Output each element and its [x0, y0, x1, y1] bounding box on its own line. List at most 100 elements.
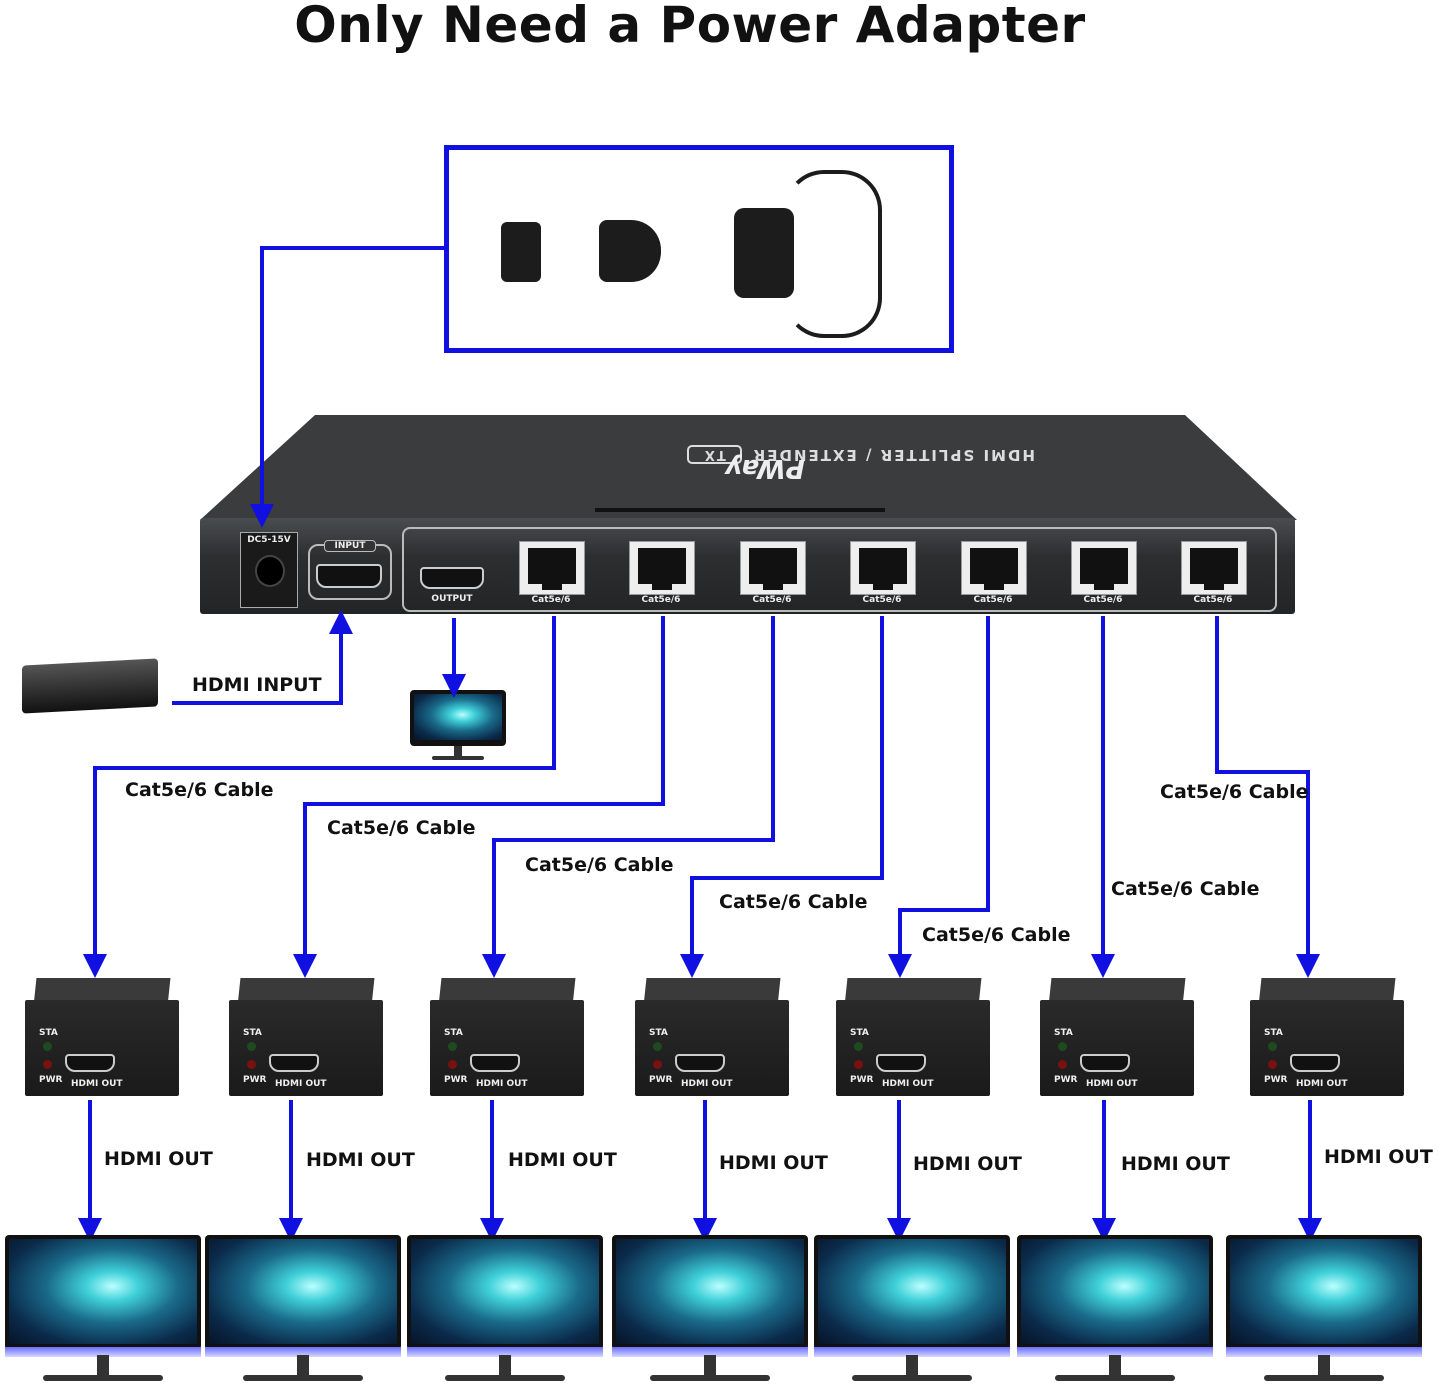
pwr-led-icon — [1058, 1060, 1067, 1069]
hdmi-out-label: HDMI OUT — [508, 1149, 617, 1171]
hdmi-input-arrow — [172, 610, 353, 705]
receiver-3: STA PWR HDMI OUT — [430, 978, 584, 1096]
page-title: Only Need a Power Adapter — [294, 0, 1086, 54]
pwr-led-icon — [653, 1060, 662, 1069]
hdmi-port-icon — [316, 564, 382, 588]
pwr-led-icon — [1268, 1060, 1277, 1069]
hdmi-out-port[interactable] — [876, 1054, 926, 1072]
port-label: Cat5e/6 — [641, 595, 681, 605]
sta-label: STA — [444, 1028, 463, 1038]
hdmi-out-port[interactable] — [1080, 1054, 1130, 1072]
hdmi-out-port-label: HDMI OUT — [681, 1079, 733, 1089]
hdmi-out-port[interactable] — [470, 1054, 520, 1072]
pwr-label: PWR — [1264, 1075, 1288, 1085]
rj45-port-4[interactable] — [850, 541, 916, 595]
hdmi-out-label: HDMI OUT — [104, 1148, 213, 1170]
hdmi-out-port[interactable] — [675, 1054, 725, 1072]
cable-arrow-2 — [293, 616, 665, 978]
receiver-2: STA PWR HDMI OUT — [229, 978, 383, 1096]
rj45-socket-icon — [859, 548, 907, 590]
rj45-socket-icon — [528, 548, 576, 590]
eu-plug-icon — [501, 222, 541, 282]
input-label: INPUT — [324, 540, 376, 552]
pwr-led-icon — [854, 1060, 863, 1069]
port-label: Cat5e/6 — [973, 595, 1013, 605]
hdmi-out-port-label: HDMI OUT — [71, 1079, 123, 1089]
hdmi-out-port-label: HDMI OUT — [1296, 1079, 1348, 1089]
power-cable-icon — [784, 170, 882, 338]
rj45-port-5[interactable] — [961, 541, 1027, 595]
sta-label: STA — [649, 1028, 668, 1038]
hdmi-out-label: HDMI OUT — [1324, 1146, 1433, 1168]
receiver-4: STA PWR HDMI OUT — [635, 978, 789, 1096]
hdmi-out-port-label: HDMI OUT — [275, 1079, 327, 1089]
hdmi-out-label: HDMI OUT — [719, 1152, 828, 1174]
hdmi-out-port[interactable] — [1290, 1054, 1340, 1072]
cable-label: Cat5e/6 Cable — [1111, 878, 1260, 900]
sta-led-icon — [653, 1042, 662, 1051]
rj45-port-7[interactable] — [1181, 541, 1247, 595]
monitor-3 — [407, 1235, 603, 1391]
sta-led-icon — [1058, 1042, 1067, 1051]
rj45-port-1[interactable] — [519, 541, 585, 595]
hdmi-input-label: HDMI INPUT — [192, 674, 322, 696]
sta-label: STA — [850, 1028, 869, 1038]
hdmi-input-port[interactable]: INPUT — [308, 540, 392, 600]
monitor-4 — [612, 1235, 808, 1391]
port-label: Cat5e/6 — [1083, 595, 1123, 605]
hdmi-out-label: HDMI OUT — [306, 1149, 415, 1171]
rj45-port-2[interactable] — [629, 541, 695, 595]
local-monitor — [410, 690, 506, 766]
rj45-socket-icon — [638, 548, 686, 590]
sta-led-icon — [43, 1042, 52, 1051]
rj45-socket-icon — [1190, 548, 1238, 590]
sta-label: STA — [1264, 1028, 1283, 1038]
sta-led-icon — [854, 1042, 863, 1051]
pwr-label: PWR — [1054, 1075, 1078, 1085]
cable-label: Cat5e/6 Cable — [327, 817, 476, 839]
output-label: OUTPUT — [431, 594, 473, 604]
rj45-port-6[interactable] — [1071, 541, 1137, 595]
hdmi-out-label: HDMI OUT — [913, 1153, 1022, 1175]
pwr-label: PWR — [649, 1075, 673, 1085]
receiver-1: STA PWR HDMI OUT — [25, 978, 179, 1096]
monitor-7 — [1226, 1235, 1422, 1391]
receiver-6: STA PWR HDMI OUT — [1040, 978, 1194, 1096]
cable-label: Cat5e/6 Cable — [922, 924, 1071, 946]
receiver-7: STA PWR HDMI OUT — [1250, 978, 1404, 1096]
hdmi-output-port[interactable] — [420, 567, 484, 589]
output-ports-panel — [402, 527, 1277, 612]
pwr-led-icon — [448, 1060, 457, 1069]
cable-label: Cat5e/6 Cable — [719, 891, 868, 913]
monitor-2 — [205, 1235, 401, 1391]
uk-plug-icon — [599, 220, 661, 282]
sta-label: STA — [39, 1028, 58, 1038]
rj45-socket-icon — [749, 548, 797, 590]
rj45-port-3[interactable] — [740, 541, 806, 595]
port-label: Cat5e/6 — [1193, 595, 1233, 605]
sta-led-icon — [448, 1042, 457, 1051]
pwr-led-icon — [43, 1060, 52, 1069]
pwr-led-icon — [247, 1060, 256, 1069]
hdmi-out-port-label: HDMI OUT — [476, 1079, 528, 1089]
rj45-socket-icon — [1080, 548, 1128, 590]
cable-arrow-3 — [482, 616, 775, 978]
dc-power-port[interactable]: DC5-15V — [240, 532, 298, 608]
cable-label: Cat5e/6 Cable — [125, 779, 274, 801]
hdmi-out-port[interactable] — [269, 1054, 319, 1072]
power-adapter-icon — [734, 208, 794, 298]
pwr-label: PWR — [444, 1075, 468, 1085]
hdmi-out-port-label: HDMI OUT — [1086, 1079, 1138, 1089]
port-label: Cat5e/6 — [862, 595, 902, 605]
cable-label: Cat5e/6 Cable — [525, 854, 674, 876]
cable-label: Cat5e/6 Cable — [1160, 781, 1309, 803]
hdmi-out-port[interactable] — [65, 1054, 115, 1072]
receiver-5: STA PWR HDMI OUT — [836, 978, 990, 1096]
sta-label: STA — [243, 1028, 262, 1038]
cable-arrow-5 — [888, 616, 990, 978]
hdmi-out-label: HDMI OUT — [1121, 1153, 1230, 1175]
power-arrow — [250, 246, 444, 528]
